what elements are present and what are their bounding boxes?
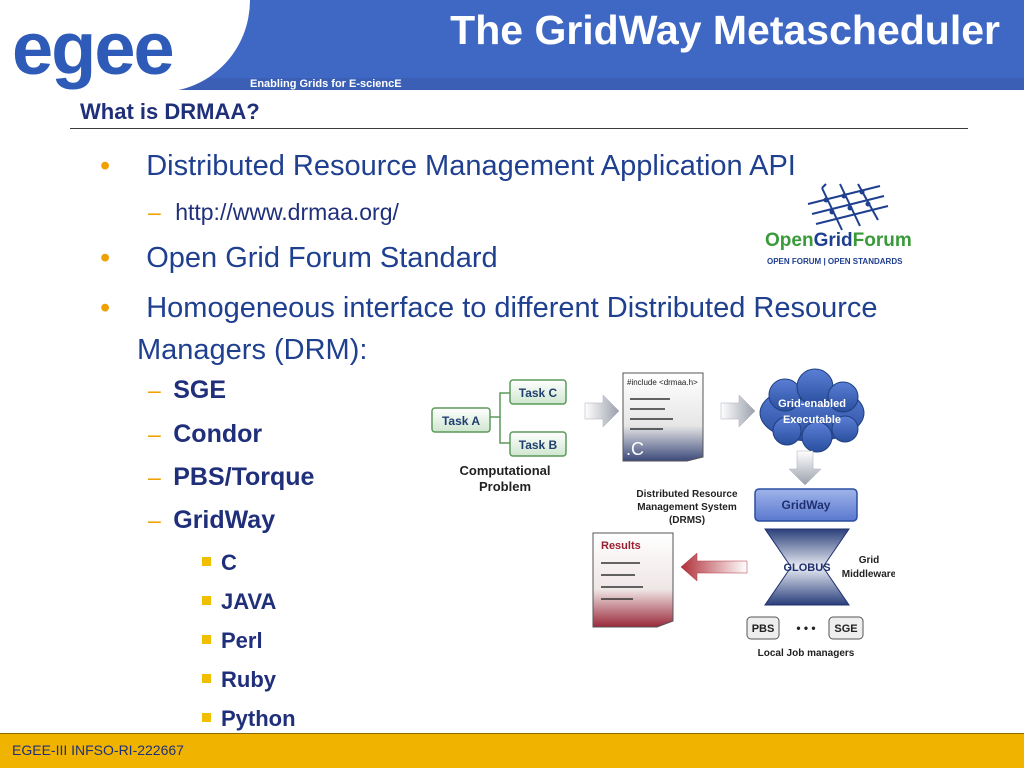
results-label: Results (601, 540, 641, 552)
results-document (592, 532, 674, 628)
pbs-label: PBS (752, 623, 775, 635)
drm-item-label: Condor (173, 420, 263, 448)
sge-box (828, 616, 864, 640)
bullet-1-text: Distributed Resource Management Applicat… (146, 150, 796, 182)
logo-area: egee (0, 0, 250, 92)
language-label: Ruby (221, 667, 276, 692)
sub-bullet-link: – http://www.drmaa.org/ (148, 198, 399, 226)
language-label: JAVA (221, 589, 277, 614)
ogf-logo: OpenGridForum OPEN FORUM | OPEN STANDARD… (765, 183, 912, 266)
footer-divider (0, 733, 1024, 734)
ogf-grid-dots (823, 189, 871, 215)
bullet-1: • Distributed Resource Management Applic… (100, 148, 796, 184)
square-bullet-icon (202, 595, 211, 605)
task-b-box (509, 431, 567, 457)
bullet-dot: • (100, 150, 111, 182)
globus-label: GLOBUS (783, 562, 830, 574)
code-ext-label: .C (626, 439, 644, 459)
gridway-label: GridWay (782, 498, 831, 512)
egee-logo: egee (12, 7, 175, 90)
language-item: C (202, 549, 237, 577)
drms-label-2: Management System (637, 502, 737, 513)
bullet-dot: • (100, 242, 111, 274)
cloud-label-2: Executable (783, 414, 841, 426)
gridway-box (754, 488, 858, 522)
language-item: Perl (202, 627, 263, 655)
bullet-3-cont: Managers (DRM): (137, 334, 368, 366)
language-item: JAVA (202, 588, 276, 616)
comp-problem-label-1: Computational (460, 463, 551, 478)
task-a-box (431, 407, 491, 433)
tagline: Enabling Grids for E-sciencE (250, 78, 402, 90)
gridway-diagram: Task A Task C Task B Computational Probl… (431, 368, 895, 659)
egee-logo-text: egee (12, 7, 173, 90)
ogf-logo-subtitle: OPEN FORUM | OPEN STANDARDS (767, 257, 903, 266)
language-item: Ruby (202, 666, 276, 694)
bullet-2: • Open Grid Forum Standard (100, 240, 498, 276)
language-label: C (221, 550, 237, 575)
square-bullet-icon (202, 673, 211, 683)
task-connector (499, 417, 510, 444)
drm-item: – SGE (148, 376, 226, 405)
section-divider (70, 128, 968, 129)
dash: – (148, 421, 161, 447)
task-c-label: Task C (519, 386, 558, 400)
sge-label: SGE (834, 623, 857, 635)
bullet-dot: • (100, 292, 111, 324)
ogf-logo-name: OpenGridForum (765, 230, 912, 251)
drmaa-link[interactable]: http://www.drmaa.org/ (175, 199, 399, 225)
task-a-label: Task A (442, 414, 480, 428)
bullet-2-text: Open Grid Forum Standard (146, 242, 498, 274)
dash: – (148, 377, 161, 403)
globus-hourglass (764, 528, 850, 606)
arrow-right-icon (584, 394, 620, 428)
task-c-box (509, 379, 567, 405)
drm-item: – Condor (148, 420, 262, 449)
drm-item-label: PBS/Torque (173, 463, 315, 491)
dash: – (148, 464, 161, 490)
bullet-3: • Homogeneous interface to different Dis… (100, 290, 878, 326)
local-job-managers-label: Local Job managers (758, 648, 855, 659)
language-label: Python (221, 706, 296, 731)
square-bullet-icon (202, 712, 211, 722)
drm-item-label: SGE (173, 376, 227, 404)
drm-item: – PBS/Torque (148, 463, 314, 492)
header-band-lower (0, 78, 1024, 90)
section-title: What is DRMAA? (80, 99, 260, 124)
dash: – (148, 199, 161, 225)
drms-label-1: Distributed Resource (636, 489, 738, 500)
drm-item: – GridWay (148, 506, 275, 535)
square-bullet-icon (202, 634, 211, 644)
slide-title: The GridWay Metascheduler (450, 7, 1000, 53)
code-document (622, 372, 704, 462)
bullet-3-text: Homogeneous interface to different Distr… (146, 292, 878, 324)
code-include-text: #include <drmaa.h> (627, 378, 698, 387)
dash: – (148, 507, 161, 533)
drm-item-label: GridWay (173, 506, 276, 534)
footer-text: EGEE-III INFSO-RI-222667 (12, 742, 184, 758)
grid-middleware-label-2: Middleware (842, 569, 895, 580)
square-bullet-icon (202, 556, 211, 566)
grid-middleware-label-1: Grid (859, 555, 880, 566)
task-connector (490, 392, 510, 418)
task-b-label: Task B (519, 438, 558, 452)
language-label: Perl (221, 628, 263, 653)
comp-problem-label-2: Problem (479, 479, 531, 494)
language-item: Python (202, 705, 296, 733)
pbs-box (746, 616, 780, 640)
drms-label-3: (DRMS) (669, 515, 705, 526)
arrow-left-icon (680, 552, 748, 582)
cloud-executable (759, 368, 865, 453)
arrow-right-icon (720, 394, 756, 428)
footer-bar (0, 734, 1024, 768)
cloud-label-1: Grid-enabled (778, 398, 846, 410)
arrow-down-icon (788, 450, 822, 486)
ellipsis-label: • • • (796, 621, 815, 635)
